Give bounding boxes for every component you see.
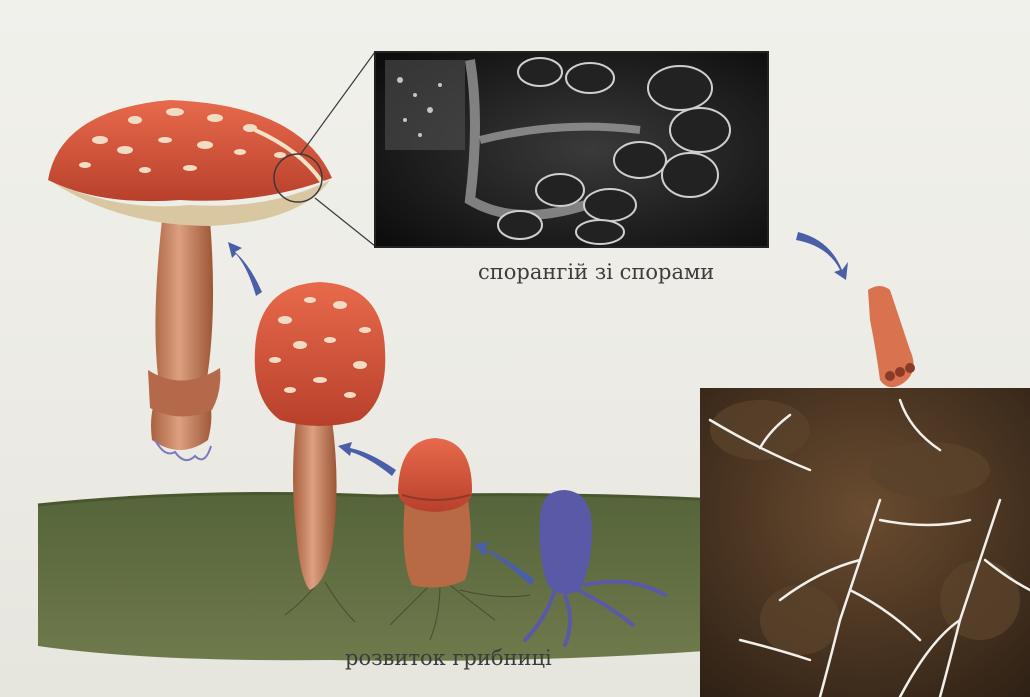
sporangium-micrograph (375, 52, 768, 247)
ground (38, 493, 720, 660)
mycelium-label: розвиток грибниці (345, 646, 552, 670)
released-spore-structure (868, 286, 915, 387)
soil-hyphae-photo (700, 388, 1030, 697)
young-mushroom-small (398, 438, 472, 588)
sporangium-label: спорангій зі спорами (478, 260, 714, 284)
